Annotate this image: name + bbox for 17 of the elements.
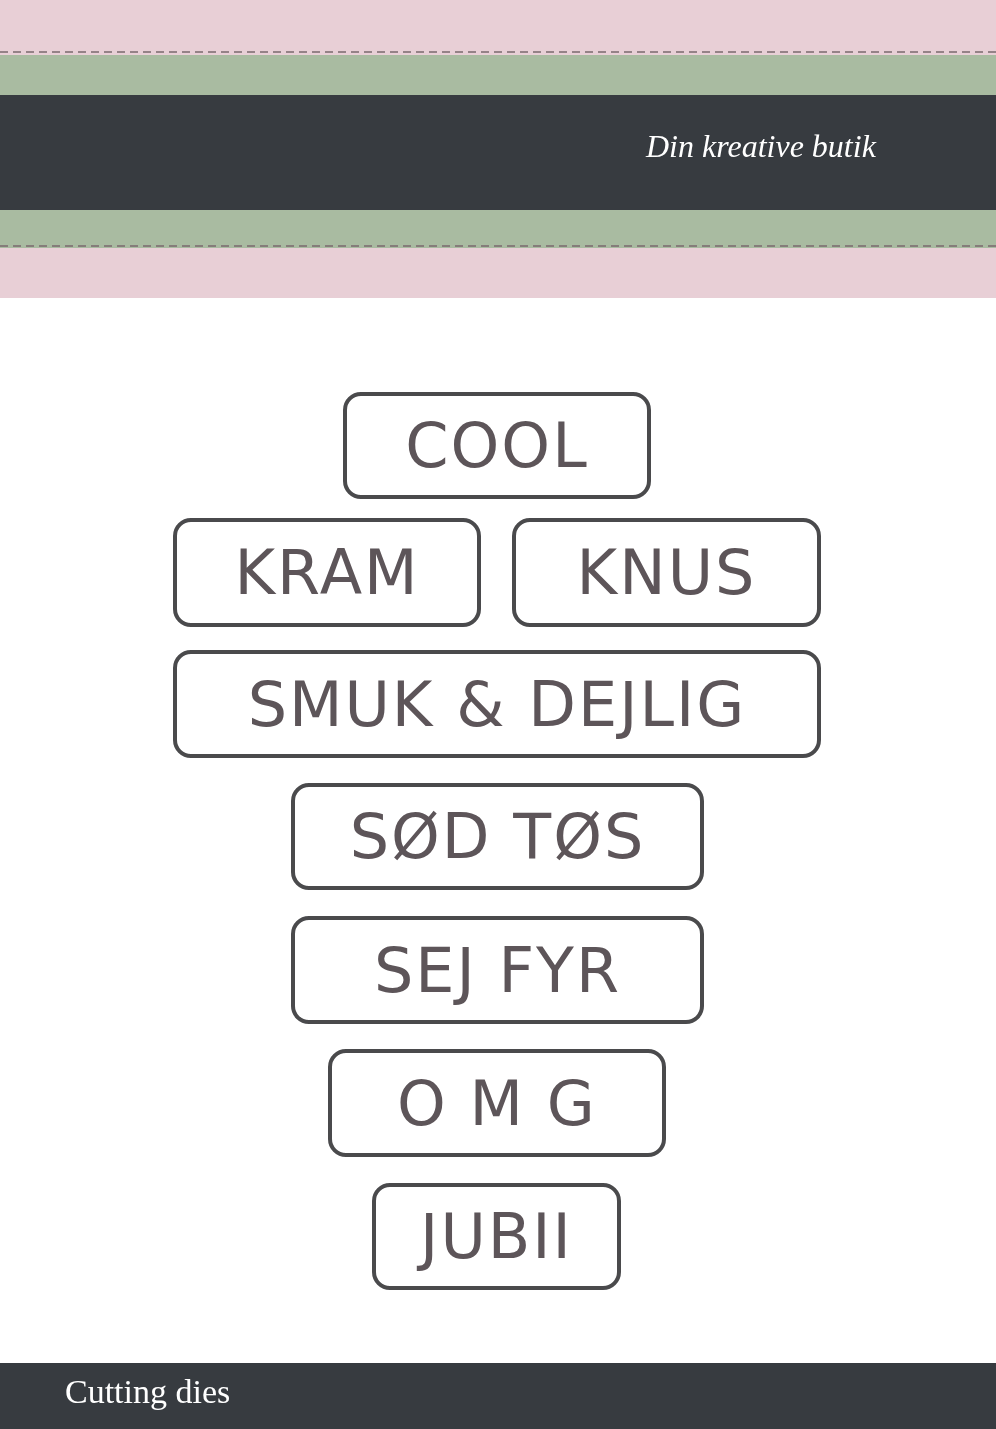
die-word: SMUK & DEJLIG <box>247 667 747 741</box>
die-word: SØD TØS <box>349 800 646 873</box>
die-label-box <box>173 650 821 758</box>
die-word: SEJ FYR <box>373 933 622 1007</box>
die-word: KNUS <box>576 536 757 609</box>
die-label-box <box>173 518 481 627</box>
die-word: KRAM <box>234 536 420 609</box>
die-word: O M G <box>397 1066 597 1140</box>
slogan: Din kreative butik <box>646 128 876 165</box>
die-label-box <box>291 783 704 890</box>
die-label-box <box>343 392 651 499</box>
die-label-box <box>291 916 704 1024</box>
die-word: COOL <box>405 409 589 482</box>
product-title: Cutting dies <box>65 1373 231 1411</box>
die-label-box <box>512 518 821 627</box>
die-label-box <box>372 1183 621 1290</box>
die-label-box <box>328 1049 666 1157</box>
